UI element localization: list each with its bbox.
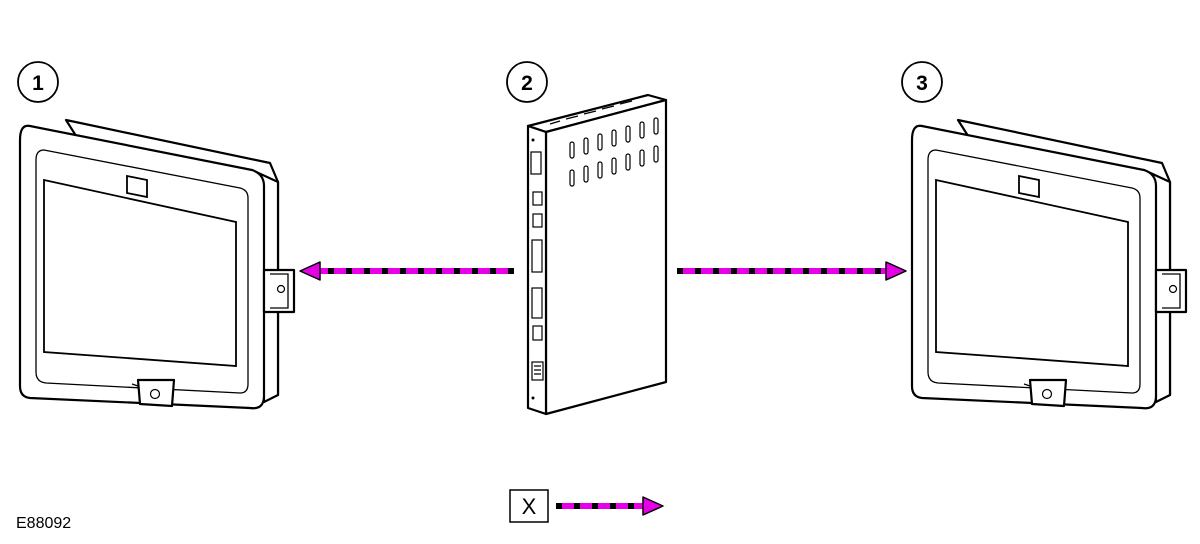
reference-code: E88092 (16, 515, 71, 532)
signal-arrow-icon (677, 261, 907, 281)
callout-2-label: 2 (521, 72, 533, 95)
control-module-icon (526, 93, 668, 416)
legend: X (509, 489, 664, 523)
legend-key-letter: X (522, 494, 537, 519)
callout-1: 1 (17, 61, 59, 103)
legend-key-box (509, 489, 549, 523)
signal-arrow-icon (556, 496, 664, 516)
callout-2: 2 (506, 61, 548, 103)
callout-3-label: 3 (916, 72, 928, 95)
display-unit-icon (18, 118, 296, 410)
callout-3: 3 (901, 61, 943, 103)
signal-arrow-icon (299, 261, 514, 281)
display-unit-icon (910, 118, 1188, 410)
callout-1-label: 1 (32, 72, 44, 95)
